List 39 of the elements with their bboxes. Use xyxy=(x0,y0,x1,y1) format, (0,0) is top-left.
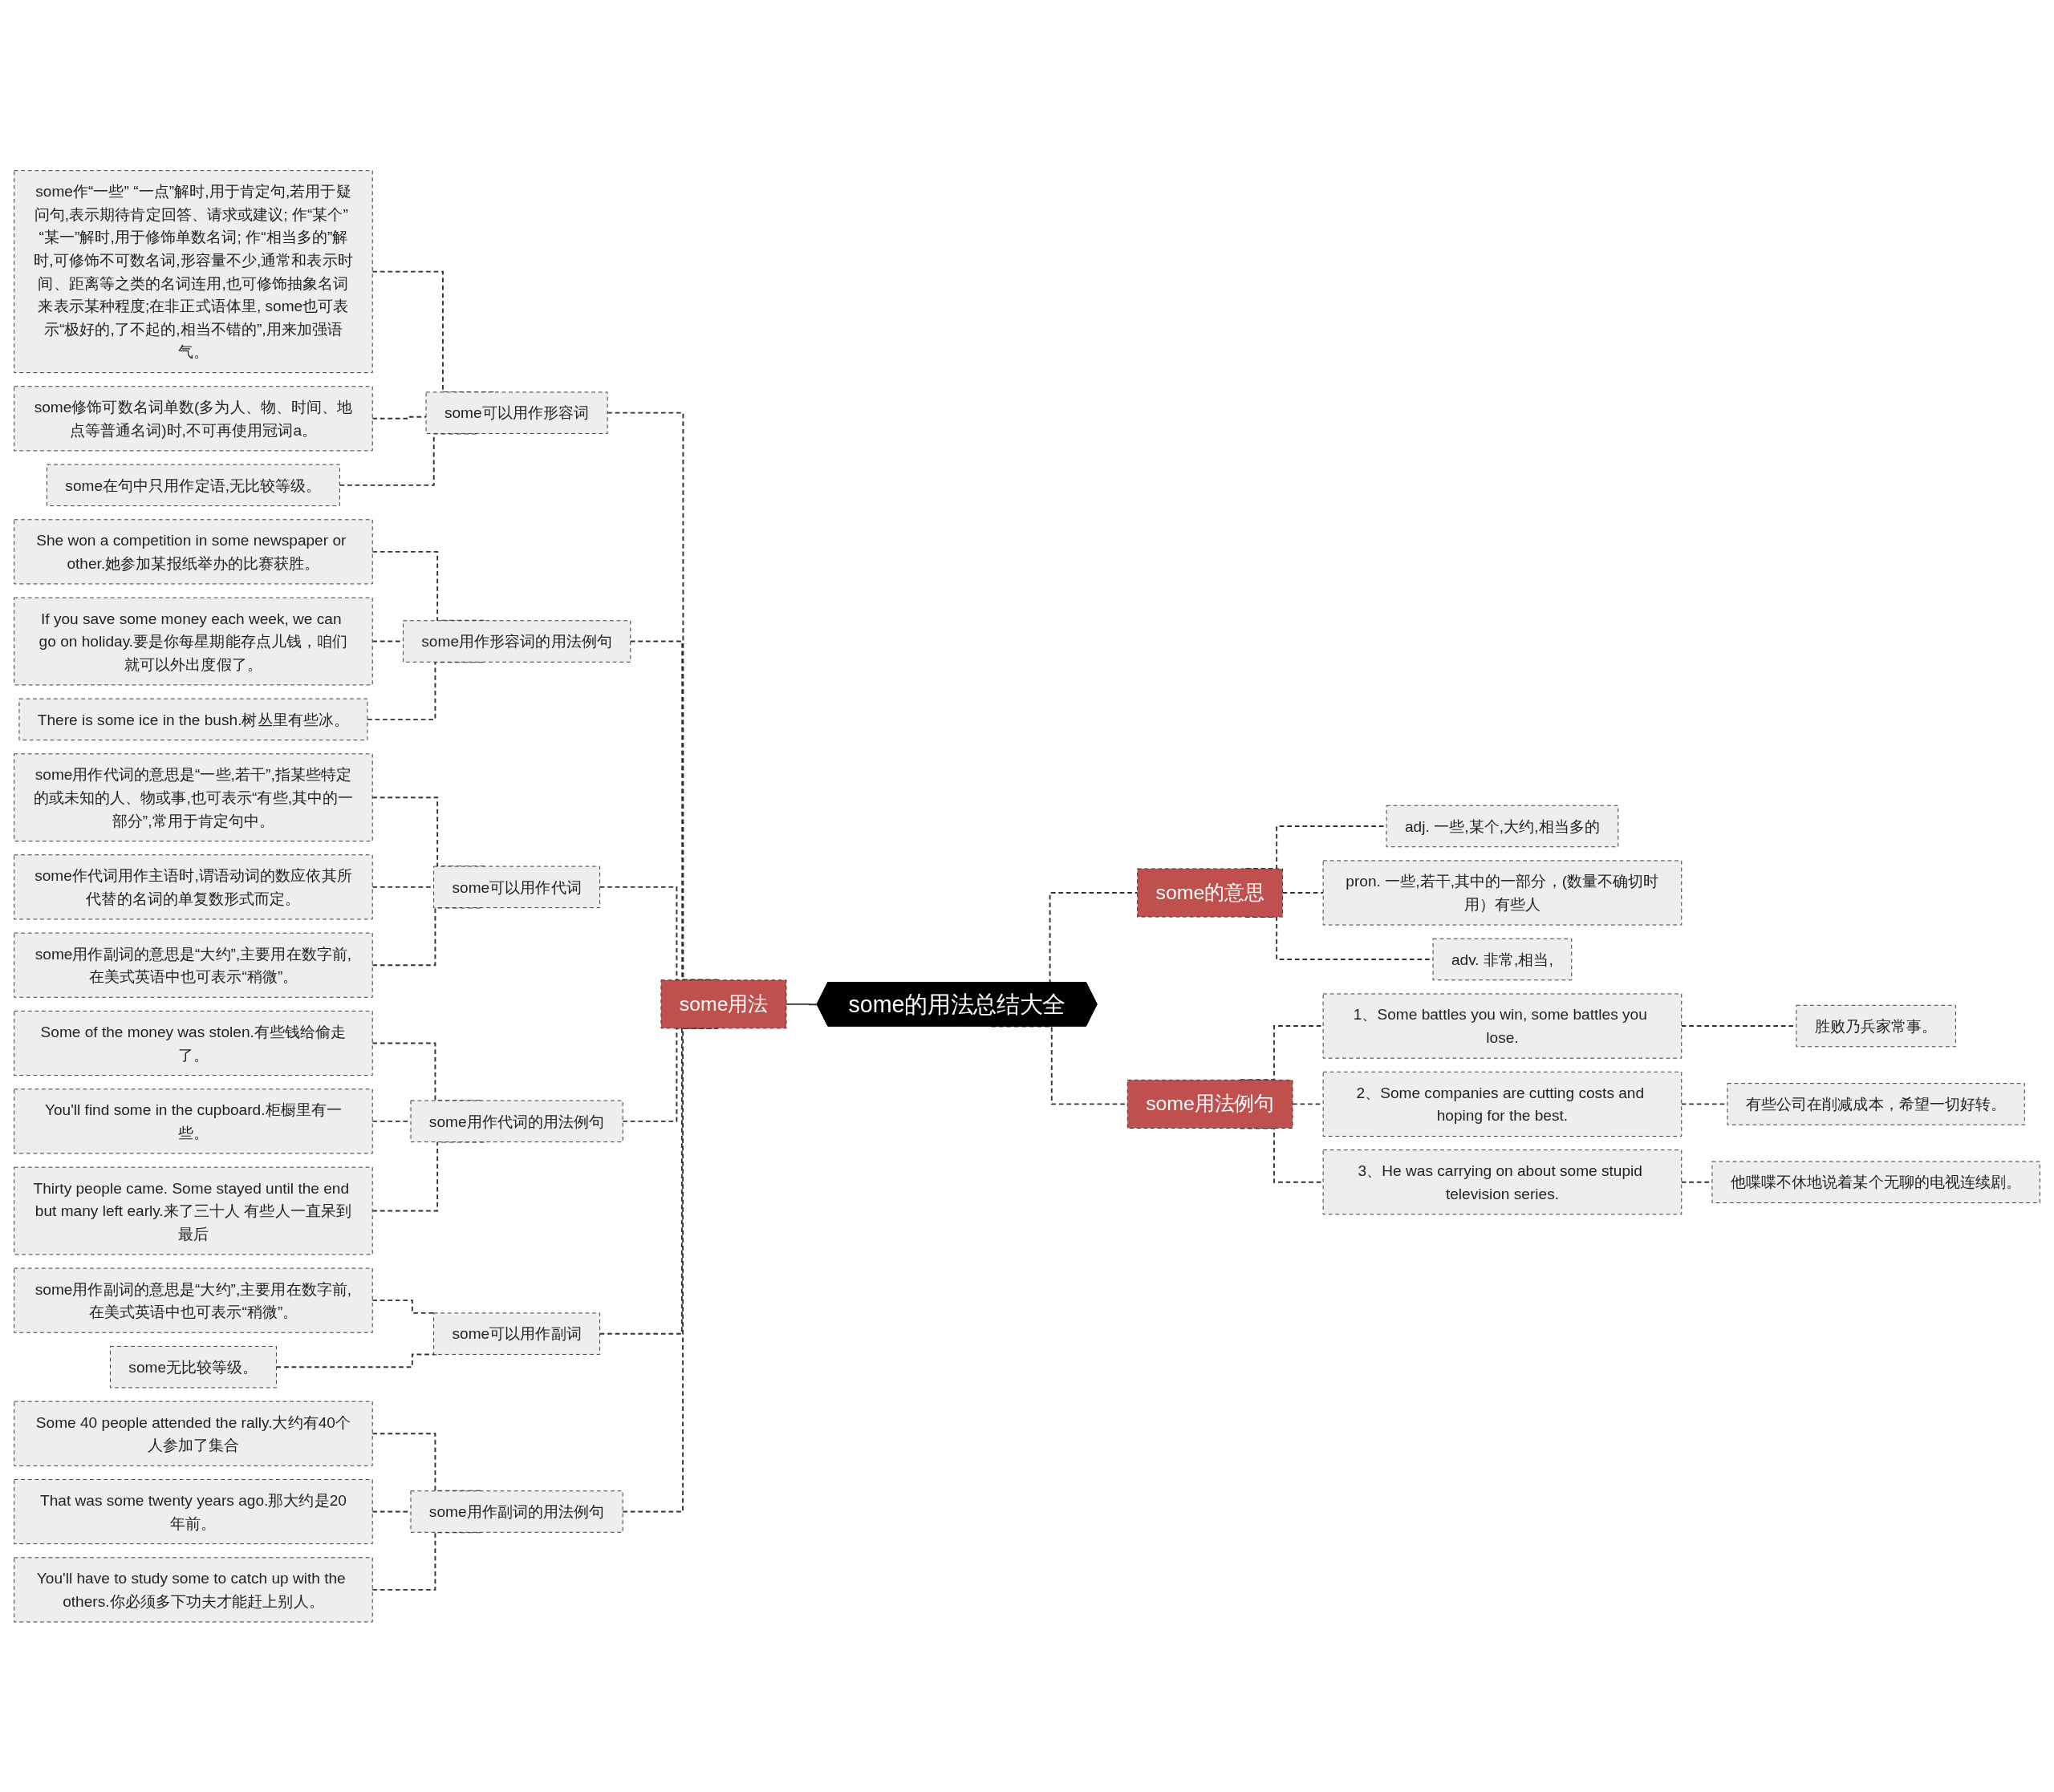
node-box: adj. 一些,某个,大约,相当多的 xyxy=(1386,805,1619,847)
node-box: Thirty people came. Some stayed until the end but many left early.来了三十人 有些人一直呆到最后 xyxy=(14,1166,373,1255)
node-box: some用作代词的用法例句 xyxy=(410,1100,623,1142)
node-box: There is some ice in the bush.树丛里有些冰。 xyxy=(18,698,368,740)
node-box: some用法 xyxy=(660,979,787,1029)
connector xyxy=(785,1003,818,1005)
node-box: some用作代词的意思是“一些,若干”,指某些特定的或未知的人、物或事,也可表示“有些,其中的一部分”,常用于肯定句中。 xyxy=(14,753,373,841)
node-box: some用作副词的意思是“大约”,主要用在数字前,在美式英语中也可表示“稍微”。 xyxy=(14,932,373,998)
node-box: some作代词用作主语时,谓语动词的数应依其所代替的名词的单复数形式而定。 xyxy=(14,854,373,920)
node-box: some可以用作副词 xyxy=(433,1312,601,1355)
node-box: You'll find some in the cupboard.柜橱里有一些。 xyxy=(14,1089,373,1154)
node-box: some可以用作代词 xyxy=(433,866,601,908)
node-box: adv. 非常,相当, xyxy=(1432,938,1573,980)
node-box: 3、He was carrying on about some stupid television series. xyxy=(1322,1149,1683,1214)
node-box: 1、Some battles you win, some battles you lose. xyxy=(1322,993,1683,1059)
node-box: That was some twenty years ago.那大约是20年前。 xyxy=(14,1478,373,1544)
connector xyxy=(371,416,427,420)
node-box: 他喋喋不休地说着某个无聊的电视连续剧。 xyxy=(1711,1161,2040,1203)
node-box: some用作形容词的用法例句 xyxy=(402,620,631,663)
node-box: 胜败乃兵家常事。 xyxy=(1796,1004,1956,1047)
node-box: some在句中只用作定语,无比较等级。 xyxy=(46,464,340,506)
connector xyxy=(1281,891,1325,894)
node-box: 2、Some companies are cutting costs and hoping for the best. xyxy=(1322,1071,1683,1137)
node-box: Some 40 people attended the rally.大约有40个人参加了集合 xyxy=(14,1401,373,1466)
node-box: Some of the money was stolen.有些钱给偷走了。 xyxy=(14,1010,373,1076)
node-box: some用法例句 xyxy=(1126,1079,1293,1129)
node-box: some用作副词的用法例句 xyxy=(410,1490,623,1533)
node-box: pron. 一些,若干,其中的一部分，(数量不确切时用）有些人 xyxy=(1322,860,1683,926)
node-box: You'll have to study some to catch up with the others.你必须多下功夫才能赶上别人。 xyxy=(14,1557,373,1623)
node-box: some的意思 xyxy=(1137,868,1284,918)
node-box: If you save some money each week, we can go on holiday.要是你每星期能存点儿钱，咱们就可以外出度假了。 xyxy=(14,597,373,686)
node-box: some作“一些” “一点”解时,用于肯定句,若用于疑问句,表示期待肯定回答、请求或建议; 作“某个” “某一”解时,用于修饰单数名词; 作“相当多的”解时,可修饰不可数名词,形容量不少,通常和表示时间、距离等之类的名词连用,也可修饰抽象名词来表示某种程度;在非正式语体里, some也可表示“极好的,了不起的,相当不错的”,用来加强语气。 xyxy=(14,169,373,373)
node-box: some修饰可数名词单数(多为人、物、时间、地点等普通名词)时,不可再使用冠词a。 xyxy=(14,385,373,452)
node-box: She won a competition in some newspaper or other.她参加某报纸举办的比赛获胜。 xyxy=(14,519,373,585)
node-box: some可以用作形容词 xyxy=(425,391,608,434)
node-box: some无比较等级。 xyxy=(109,1345,277,1389)
connector xyxy=(367,661,484,720)
node-box: 有些公司在削减成本，希望一切好转。 xyxy=(1727,1082,2025,1125)
node-box: some用作副词的意思是“大约”,主要用在数字前,在美式英语中也可表示“稍微”。 xyxy=(14,1267,373,1333)
